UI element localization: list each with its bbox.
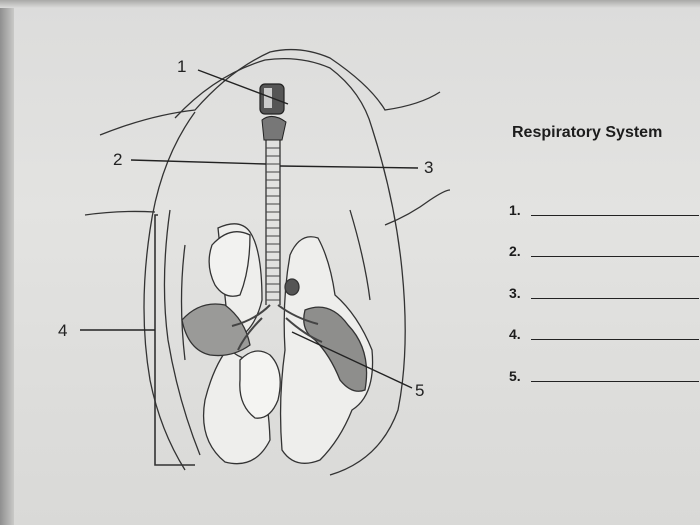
monitor-bezel-top <box>0 0 700 8</box>
answer-number-2: 2. <box>509 243 521 259</box>
leader-line-5 <box>291 331 413 389</box>
left-lung-shade <box>181 303 251 357</box>
pleura-right <box>349 209 371 301</box>
right-shoulder <box>384 189 451 226</box>
trachea <box>259 83 287 305</box>
answer-row-4: 4. <box>509 326 699 348</box>
bronchi-left <box>231 304 271 351</box>
leader-line-1 <box>197 69 289 105</box>
pleura-left <box>180 244 186 361</box>
diagram-label-5: 5 <box>415 381 424 400</box>
answer-row-5: 5. <box>509 368 699 390</box>
heart <box>239 350 281 419</box>
diagram-label-1: 1 <box>177 57 186 76</box>
body-outline-left <box>99 48 441 136</box>
answer-number-4: 4. <box>509 326 521 342</box>
answer-row-1: 1. <box>509 202 699 224</box>
answer-blank-4[interactable] <box>531 339 699 340</box>
left-side-curve <box>163 209 201 456</box>
answer-number-5: 5. <box>509 368 521 384</box>
worksheet-title: Respiratory System <box>512 124 663 141</box>
answer-number-1: 1. <box>509 202 521 218</box>
answer-blank-2[interactable] <box>531 256 699 257</box>
leader-line-2 <box>130 159 267 165</box>
diagram-label-4: 4 <box>58 321 67 340</box>
bronchi-right <box>277 304 323 343</box>
diaphragm-bracket <box>154 214 195 466</box>
left-lung-upper <box>208 231 251 297</box>
answer-blank-3[interactable] <box>531 298 699 299</box>
diagram-label-2: 2 <box>113 150 122 169</box>
monitor-bezel <box>0 0 14 525</box>
leader-line-3 <box>279 165 419 169</box>
diagram-label-3: 3 <box>424 158 433 177</box>
answer-blank-1[interactable] <box>531 215 699 216</box>
left-shoulder <box>84 210 156 216</box>
body-outline-inner <box>174 58 406 476</box>
answer-number-3: 3. <box>509 285 521 301</box>
bronchus-node <box>284 278 300 296</box>
body-outline-outer <box>143 111 196 471</box>
answer-row-3: 3. <box>509 285 699 307</box>
answer-row-2: 2. <box>509 243 699 265</box>
answer-blank-5[interactable] <box>531 381 699 382</box>
